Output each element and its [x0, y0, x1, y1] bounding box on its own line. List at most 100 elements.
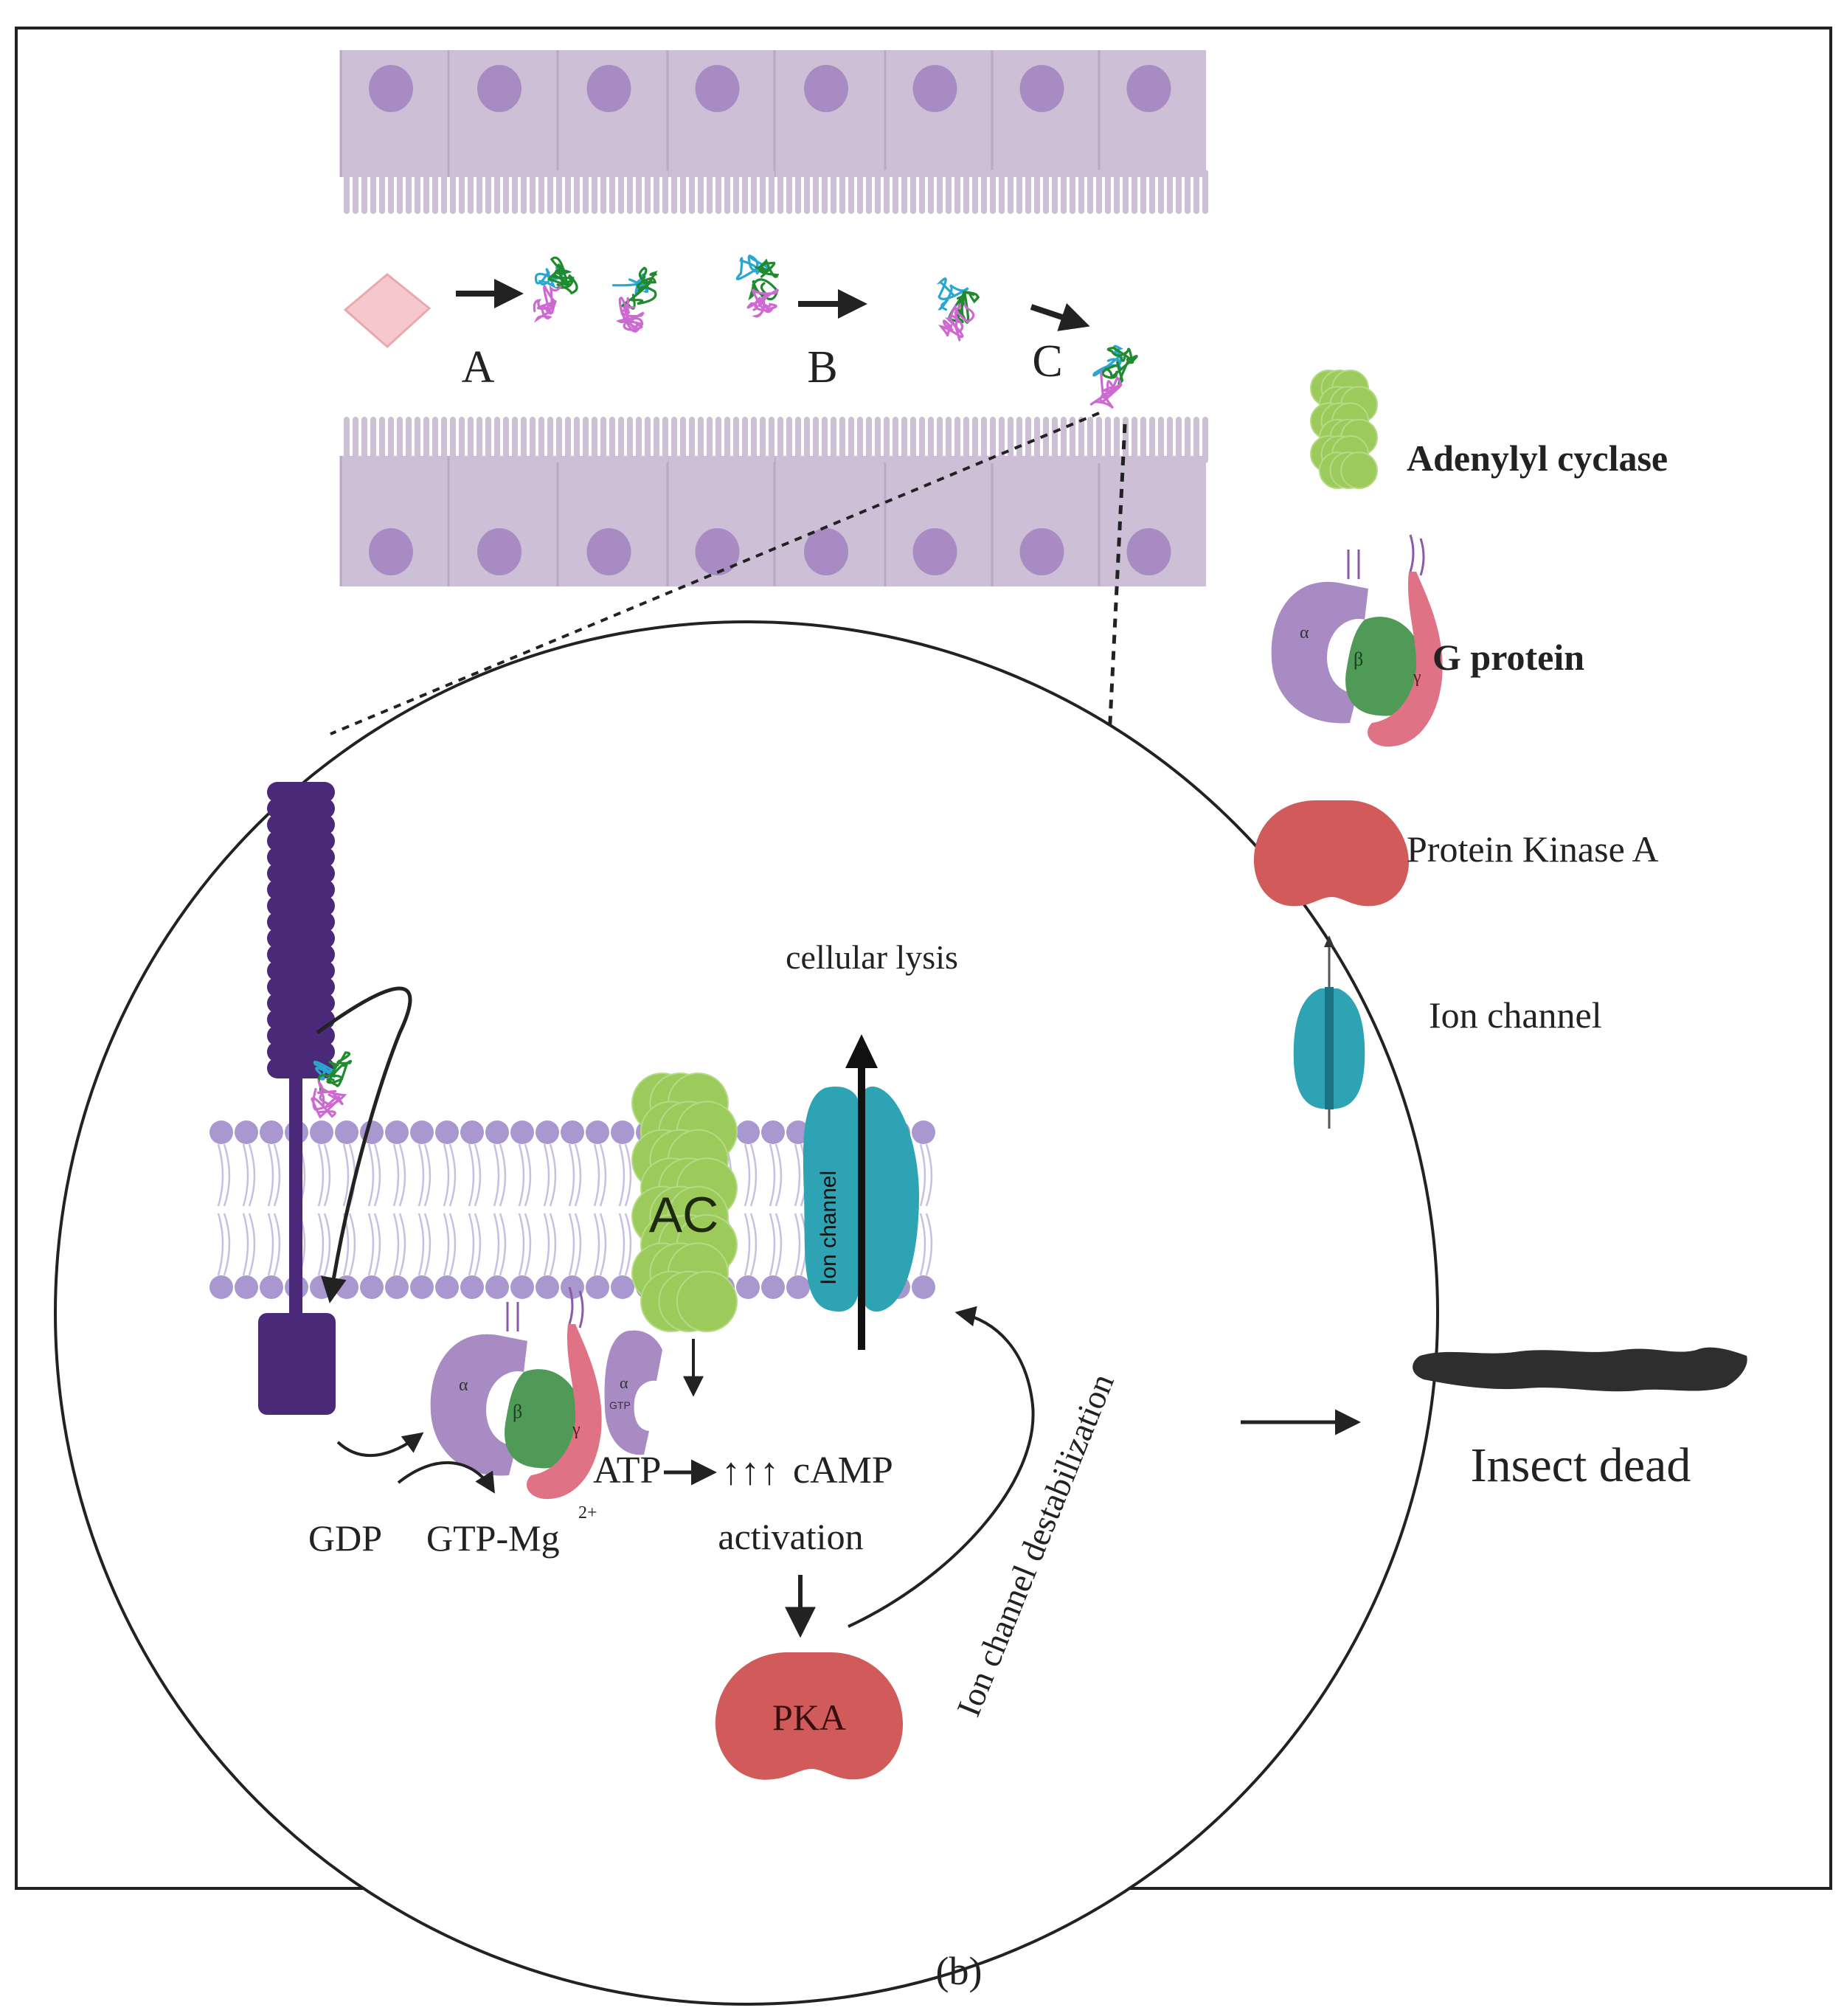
lipid-head-bottom — [260, 1275, 283, 1299]
microvillus — [353, 170, 358, 214]
microvillus — [521, 170, 527, 214]
lipid-head-top — [435, 1120, 459, 1144]
microvillus — [583, 417, 589, 463]
microvillus — [733, 417, 739, 463]
cell-nucleus — [912, 528, 957, 575]
microvillus — [1193, 417, 1199, 463]
microvillus — [397, 417, 403, 463]
microvillus — [875, 170, 881, 214]
microvillus — [344, 417, 350, 463]
cell-nucleus — [369, 65, 413, 112]
microvillus — [415, 170, 420, 214]
microvillus — [370, 417, 376, 463]
lipid-head-top — [209, 1120, 233, 1144]
insect-dead-label: Insect dead — [1471, 1438, 1691, 1492]
microvillus — [609, 417, 615, 463]
cell-nucleus — [804, 65, 848, 112]
lipid-head-top — [260, 1120, 283, 1144]
microvillus — [1167, 170, 1173, 214]
receptor-domain — [267, 798, 335, 819]
microvillus — [981, 170, 987, 214]
microvillus — [1016, 417, 1022, 463]
lipid-tail-top — [518, 1143, 532, 1207]
lipid-tail-top — [392, 1143, 406, 1207]
lipid-tail-bottom — [769, 1213, 783, 1276]
microvillus — [574, 417, 580, 463]
microvillus — [662, 417, 668, 463]
microvillus — [981, 417, 987, 463]
microvillus — [645, 417, 651, 463]
microvillus — [848, 170, 854, 214]
microvillus — [1185, 417, 1191, 463]
lipid-head-bottom — [561, 1275, 584, 1299]
microvillus — [698, 417, 704, 463]
lipid-head-top — [736, 1120, 760, 1144]
receptor-domain — [267, 863, 335, 884]
microvillus — [636, 417, 642, 463]
toxin-strand — [957, 291, 980, 307]
microvillus — [1061, 170, 1067, 214]
lipid-tail-bottom — [568, 1213, 582, 1276]
lipid-tail-bottom — [543, 1213, 557, 1276]
gtp-mg-label: GTP-Mg — [426, 1517, 560, 1559]
toxin-cluster — [611, 266, 658, 333]
lipid-head-bottom — [736, 1275, 760, 1299]
microvillus — [937, 170, 943, 214]
microvillus — [503, 170, 509, 214]
lipid-tail-top — [769, 1143, 783, 1207]
toxin-strand — [311, 1093, 341, 1119]
cell-nucleus — [1126, 65, 1171, 112]
receptor-domain — [267, 977, 335, 997]
microvillus — [503, 417, 509, 463]
lipid-head-bottom — [912, 1275, 935, 1299]
legend-adenylyl-cyclase-icon — [1310, 370, 1378, 489]
legend-ion-channel-label: Ion channel — [1429, 994, 1602, 1036]
lipid-head-top — [510, 1120, 534, 1144]
microvillus — [1052, 417, 1058, 463]
receptor-domain — [267, 912, 335, 932]
toxin-strand — [312, 1078, 347, 1111]
toxin-strand — [936, 277, 969, 311]
legend-ion-channel-icon — [1293, 935, 1365, 1129]
receptor-domain — [267, 879, 335, 900]
mg-charge-label: 2+ — [578, 1503, 597, 1523]
toxin-cluster — [533, 256, 578, 323]
cadherin-receptor — [258, 782, 336, 1415]
legend-g-protein-icon: α β γ — [1271, 534, 1443, 747]
lipid-tail-top — [618, 1143, 632, 1207]
g-alpha-gtp-alpha: α — [620, 1374, 628, 1392]
lipid-tail-top — [217, 1143, 231, 1207]
lipid-tail-bottom — [468, 1213, 482, 1276]
microvillus — [1202, 170, 1208, 214]
microvillus — [1096, 170, 1102, 214]
microvillus — [839, 417, 845, 463]
lower-epithelium — [339, 417, 1208, 586]
microvillus — [645, 170, 651, 214]
microvillus — [795, 417, 801, 463]
microvillus — [857, 170, 863, 214]
lipid-tail-top — [242, 1143, 256, 1207]
microvillus — [477, 417, 482, 463]
camp-label: cAMP — [793, 1449, 893, 1492]
toxin-strand — [755, 258, 780, 278]
microvillus — [1034, 170, 1040, 214]
lipid-head-bottom — [761, 1275, 785, 1299]
pka-enzyme — [715, 1652, 904, 1780]
microvillus — [954, 170, 960, 214]
microvillus — [1158, 417, 1164, 463]
microvillus — [379, 170, 385, 214]
microvillus — [972, 417, 978, 463]
microvillus — [627, 417, 633, 463]
atp-label: ATP — [593, 1449, 661, 1492]
lipid-tail-bottom — [618, 1213, 632, 1276]
gtp-binding-arrow — [397, 1461, 495, 1494]
receptor-domain — [267, 928, 335, 949]
microvillus — [618, 417, 624, 463]
microvillus — [353, 417, 358, 463]
lipid-head-top — [761, 1120, 785, 1144]
toxin-strand — [327, 1051, 353, 1078]
microvillus — [884, 170, 890, 214]
microvillus — [919, 170, 925, 214]
lipid-tail-top — [543, 1143, 557, 1207]
